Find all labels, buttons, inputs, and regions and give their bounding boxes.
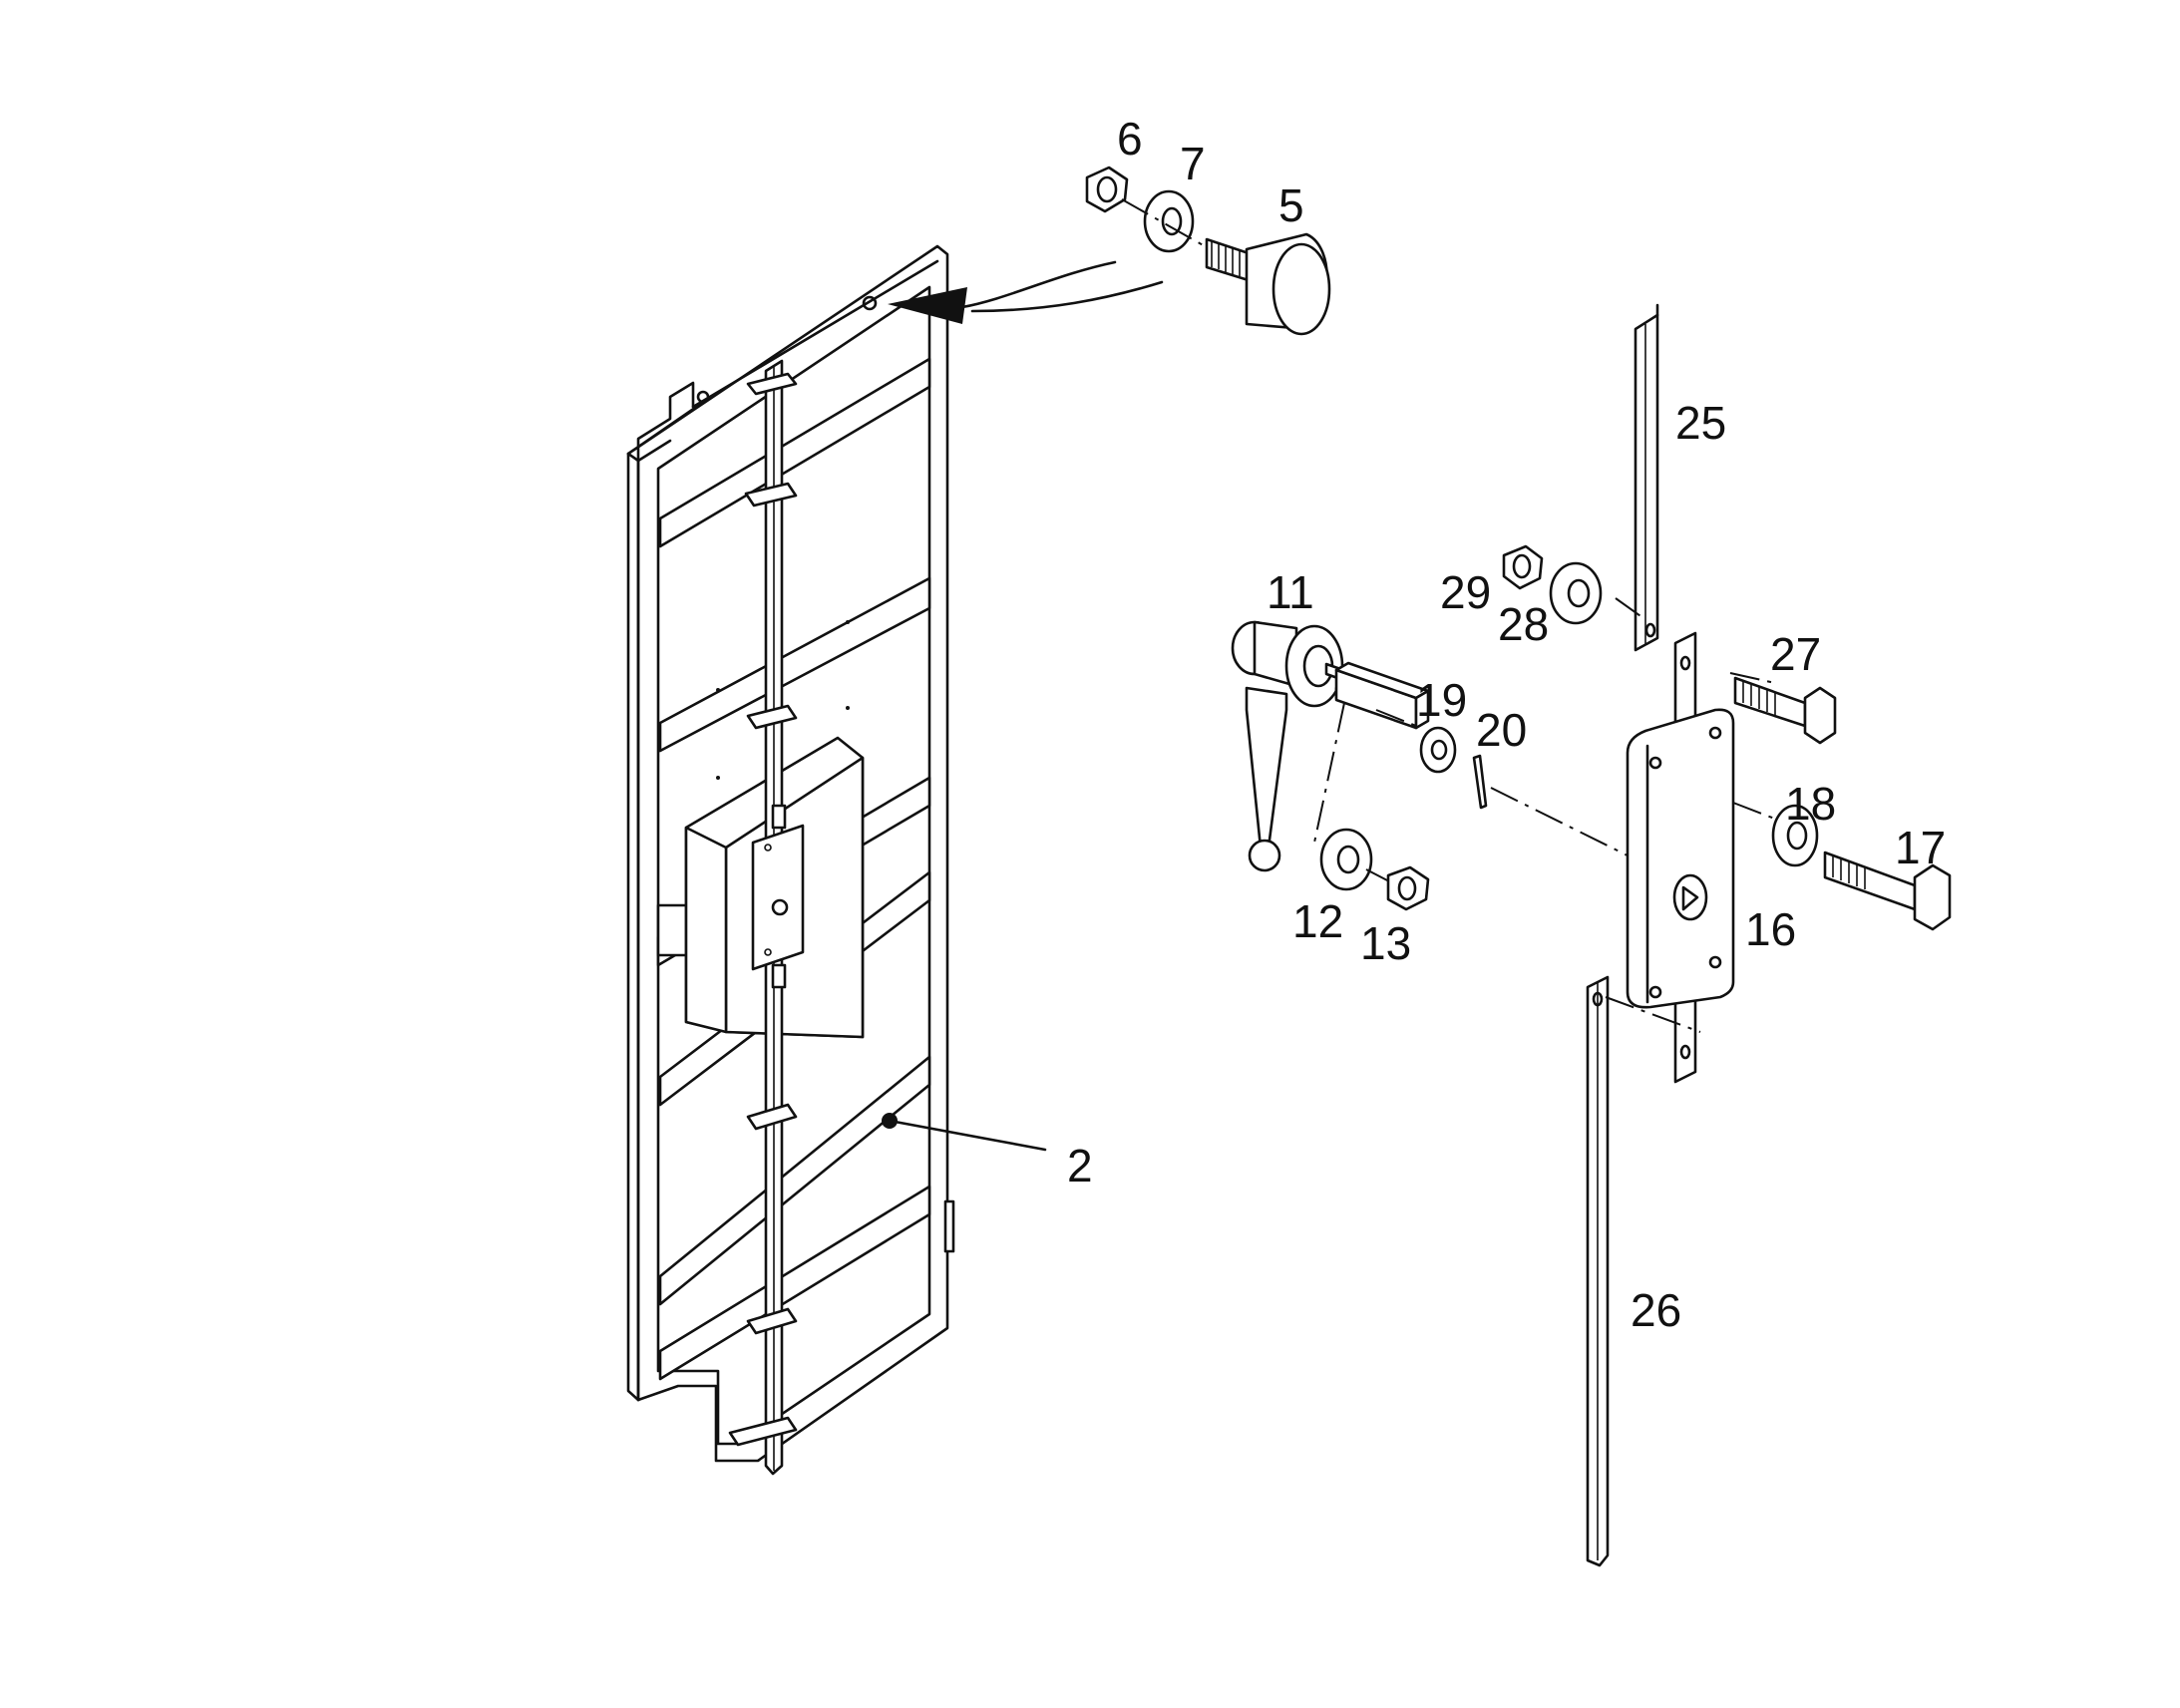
door-panel-part-2: [626, 244, 955, 1476]
callout-25: 25: [1675, 397, 1726, 449]
callout-19: 19: [1416, 674, 1467, 726]
callout-11: 11: [1267, 566, 1314, 618]
mount-arrow: [888, 260, 1164, 324]
nut-part-6: [1085, 166, 1129, 213]
washer-part-7: [1143, 189, 1195, 253]
callout-27: 27: [1770, 628, 1821, 680]
nut-part-29: [1502, 544, 1544, 590]
cotter-pin-part-20: [1472, 754, 1488, 810]
callout-7: 7: [1180, 138, 1206, 189]
washer-part-18: [1771, 804, 1819, 867]
leader-line-2: [888, 1119, 1047, 1152]
callout-13: 13: [1360, 917, 1411, 969]
bolt-part-27: [1733, 676, 1837, 745]
handle-assembly-part-11: [1231, 620, 1430, 872]
callout-18: 18: [1785, 778, 1836, 830]
callout-20: 20: [1476, 704, 1527, 756]
callout-2: 2: [1067, 1140, 1093, 1192]
callout-labels: 6 7 5 11 19 20 12 13 25 29 28 27 18 17 1…: [1067, 113, 1946, 1336]
lower-rod-part-26: [1586, 975, 1610, 1567]
washer-part-12: [1319, 828, 1373, 891]
lock-housing-part-16: [1626, 631, 1735, 1084]
nut-part-13: [1386, 865, 1430, 911]
callout-16: 16: [1745, 903, 1796, 955]
panel-rod: [728, 359, 805, 1476]
upper-rod-part-25: [1634, 303, 1659, 652]
washer-part-28: [1549, 561, 1603, 625]
callout-17: 17: [1895, 822, 1946, 873]
knob-part-5: [1205, 232, 1331, 336]
callout-12: 12: [1292, 895, 1343, 947]
callout-6: 6: [1117, 113, 1143, 165]
callout-5: 5: [1278, 179, 1304, 231]
callout-29: 29: [1440, 566, 1491, 618]
callout-26: 26: [1631, 1284, 1681, 1336]
knob-mount-hole: [862, 295, 878, 311]
washer-part-19: [1419, 726, 1457, 774]
bolt-part-17: [1823, 851, 1952, 931]
callout-28: 28: [1498, 598, 1549, 650]
